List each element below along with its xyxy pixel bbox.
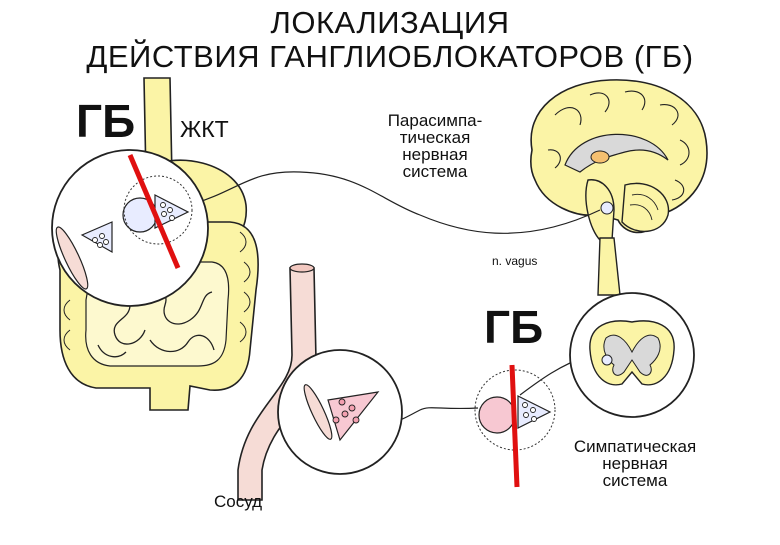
brain-gyri bbox=[547, 90, 690, 201]
gb-label-top: ГБ bbox=[76, 95, 136, 147]
sympathetic-label: Симпатическая нервная система bbox=[573, 437, 697, 490]
vesicles bbox=[92, 202, 175, 248]
symp-ganglion-halo bbox=[474, 369, 556, 451]
vessel-smooth-muscle bbox=[303, 384, 333, 440]
parasympathetic-label: Парасимпа- тическая нервная система bbox=[387, 111, 483, 181]
brain bbox=[529, 79, 708, 234]
cerebellum-folds bbox=[629, 193, 659, 221]
vessel-vesicles bbox=[332, 398, 360, 424]
lateral-horn-neuron bbox=[601, 354, 613, 366]
title-line-2: ДЕЙСТВИЯ ГАНГЛИОБЛОКАТОРОВ (ГБ) bbox=[86, 39, 694, 74]
ganglion-block-line-bottom bbox=[509, 364, 520, 488]
thalamus bbox=[590, 150, 610, 164]
smooth-muscle-cell bbox=[55, 226, 89, 290]
symp-preganglionic-terminal bbox=[478, 396, 516, 434]
vessel-label: Сосуд bbox=[214, 492, 263, 511]
title-line-1: ЛОКАЛИЗАЦИЯ bbox=[270, 5, 510, 40]
ganglion-block-line-top bbox=[127, 154, 181, 269]
spinal-cord bbox=[597, 237, 621, 296]
vagus-label: n. vagus bbox=[492, 254, 538, 268]
gray-matter bbox=[603, 334, 661, 376]
gb-label-bottom: ГБ bbox=[484, 301, 544, 353]
symp-vesicles bbox=[522, 402, 537, 422]
gkt-label: ЖКТ bbox=[180, 116, 229, 142]
cerebellum bbox=[621, 182, 670, 233]
vessel-top bbox=[289, 263, 315, 273]
vagus-nucleus bbox=[600, 201, 614, 215]
synapse-halo bbox=[123, 175, 193, 245]
